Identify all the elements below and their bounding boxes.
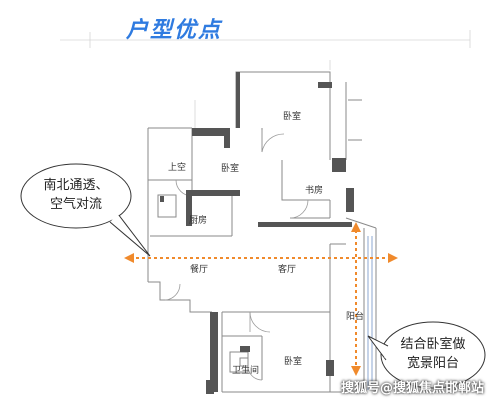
room-label-bedroom-top: 卧室 xyxy=(283,112,302,122)
room-label-bedroom-bottom: 卧室 xyxy=(284,357,303,367)
room-label-kitchen: 厨房 xyxy=(189,216,208,226)
thick-walls xyxy=(160,72,354,394)
callout-right-line-2: 宽景阳台 xyxy=(406,356,459,371)
callout-bubble-left xyxy=(20,163,151,257)
room-label-bathroom: 卫生间 xyxy=(232,366,260,376)
callout-right-line-1: 结合卧室做 xyxy=(400,337,466,352)
callout-left-line-1: 南北通透、 xyxy=(43,178,109,193)
room-label-upper-void: 上空 xyxy=(168,163,187,173)
thin-walls xyxy=(147,71,377,393)
arrow-heads xyxy=(124,222,398,376)
room-label-dining: 餐厅 xyxy=(190,265,209,275)
arrow-head-left xyxy=(124,253,134,263)
airflow-arrows xyxy=(136,230,388,368)
room-label-living: 客厅 xyxy=(278,265,297,275)
page-title: 户型优点 xyxy=(126,18,223,43)
watermark: 搜狐号@搜狐焦点邯郸站 xyxy=(340,381,484,396)
callout-text-right: 结合卧室做 宽景阳台 xyxy=(385,335,481,373)
arrow-head-up xyxy=(351,222,361,232)
guide-lines xyxy=(60,30,471,130)
room-label-study: 书房 xyxy=(305,186,324,196)
arrow-head-right xyxy=(388,253,398,263)
window-glass xyxy=(367,236,373,390)
room-label-balcony: 阳台 xyxy=(346,312,365,322)
arrow-head-down xyxy=(351,366,361,376)
callout-left-line-2: 空气对流 xyxy=(49,197,102,212)
room-label-bedroom-mid: 卧室 xyxy=(221,164,240,174)
callout-text-left: 南北通透、 空气对流 xyxy=(28,176,124,214)
callout-bubble-right xyxy=(367,321,486,389)
